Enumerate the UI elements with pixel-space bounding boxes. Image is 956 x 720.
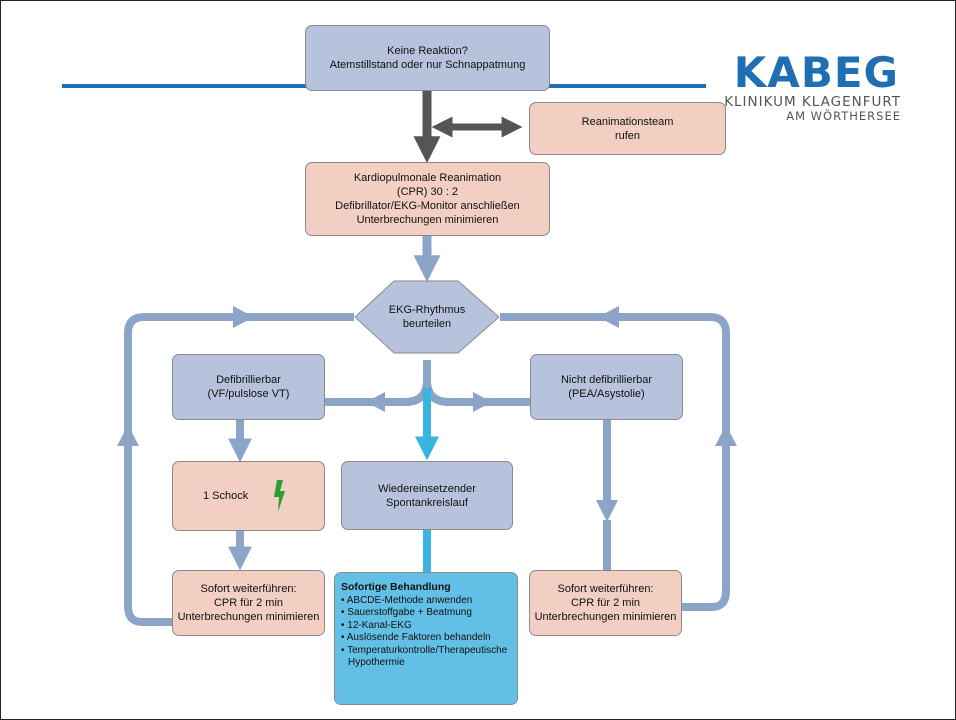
treatment-item: Auslösende Faktoren behandeln [341, 632, 511, 645]
node-text: Unterbrechungen minimieren [177, 611, 320, 623]
node-text: Unterbrechungen minimieren [356, 214, 499, 226]
node-text: Atemstillstand oder nur Schnappatmung [329, 59, 526, 71]
node-text: Spontankreislauf [386, 496, 468, 509]
kabeg-logo: KABEG KLINIKUM KLAGENFURT AM WÖRTHERSEE [700, 52, 905, 132]
arrow-up-left-loop [117, 425, 139, 446]
arrow-right-left-loop [233, 306, 254, 328]
node-rhythm-text: EKG-Rhythmus beurteilen [380, 303, 474, 331]
node-treatment: Sofortige Behandlung ABCDE-Methode anwen… [334, 572, 518, 705]
node-text: Unterbrechungen minimieren [534, 611, 677, 623]
node-text: Defibrillierbar [216, 374, 281, 386]
treatment-item: ABCDE-Methode anwenden [341, 595, 511, 608]
node-shockable: Defibrillierbar (VF/pulslose VT) [172, 354, 325, 420]
arrow-branch-right [473, 392, 492, 412]
node-text: Sofort weiterführen: [557, 583, 654, 595]
treatment-item: Sauerstoffgabe + Beatmung [341, 607, 511, 620]
loop-right [500, 313, 730, 611]
branch-right [423, 379, 530, 406]
node-shock: 1 Schock [172, 461, 325, 531]
node-text: Kardiopulmonale Reanimation [353, 172, 502, 184]
node-continue-left: Sofort weiterführen: CPR für 2 min Unter… [172, 570, 325, 636]
rhythm-diamond [354, 280, 500, 354]
node-no-reaction: Keine Reaktion? Atemstillstand oder nur … [305, 25, 550, 91]
node-text: Nicht defibrillierbar [560, 374, 653, 386]
node-continue-right: Sofort weiterführen: CPR für 2 min Unter… [529, 570, 682, 636]
arrow-up-right-loop [715, 425, 737, 446]
node-text: (CPR) 30 : 2 [396, 186, 459, 198]
treatment-list: ABCDE-Methode anwenden Sauerstoffgabe + … [341, 595, 511, 670]
logo-line1: KLINIKUM KLAGENFURT [724, 94, 901, 110]
logo-line2: AM WÖRTHERSEE [786, 109, 901, 123]
arrow-left-right-loop [598, 306, 619, 328]
node-text: Wiedereinsetzender [378, 482, 476, 495]
arrow-branch-left [366, 392, 385, 412]
node-text: beurteilen [402, 318, 452, 330]
node-text: (PEA/Asystolie) [568, 388, 645, 400]
node-text: Sofort weiterführen: [200, 583, 297, 595]
branch-left [325, 360, 431, 406]
node-text: Keine Reaktion? [387, 45, 468, 57]
treatment-item: 12-Kanal-EKG [341, 620, 511, 633]
treatment-title: Sofortige Behandlung [341, 581, 451, 593]
node-text: Defibrillator/EKG-Monitor anschließen [335, 200, 520, 212]
node-text: (VF/pulslose VT) [207, 388, 290, 400]
arrow-down-right-column [596, 500, 618, 522]
node-text: rufen [614, 129, 641, 142]
node-text: CPR für 2 min [213, 597, 284, 609]
node-cpr: Kardiopulmonale Reanimation (CPR) 30 : 2… [305, 162, 550, 236]
node-text: 1 Schock [203, 490, 249, 502]
node-text: CPR für 2 min [570, 597, 641, 609]
loop-left [124, 313, 354, 626]
node-call-team: Reanimationsteam rufen [529, 102, 726, 155]
node-text: Reanimationsteam [581, 115, 674, 128]
node-rosc: Wiedereinsetzender Spontankreislauf [341, 461, 513, 530]
node-text: EKG-Rhythmus [388, 304, 466, 316]
treatment-item: Temperaturkontrolle/Therapeutische Hypot… [341, 645, 511, 670]
logo-brand: KABEG [733, 48, 899, 97]
lightning-bolt-icon [274, 480, 286, 512]
node-non-shockable: Nicht defibrillierbar (PEA/Asystolie) [530, 354, 683, 420]
